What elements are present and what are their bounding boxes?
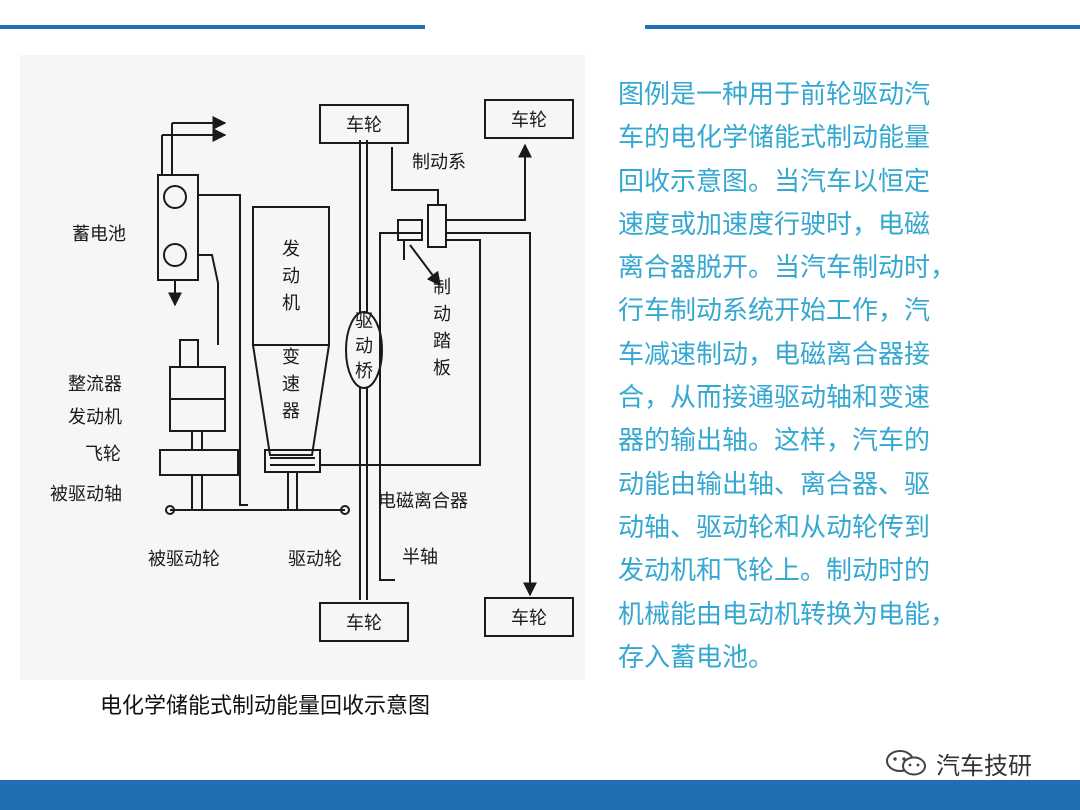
wheel-label-bottom-right: 车轮 [511, 608, 547, 629]
description-line: 发动机和飞轮上。制动时的 [618, 556, 931, 587]
bottom-bar [0, 780, 1080, 810]
description-line: 速度或加速度行驶时，电磁 [618, 209, 931, 240]
description-line: 动轴、驱动轮和从动轮传到 [618, 512, 931, 543]
brand-watermark: 汽车技研 [884, 746, 1032, 780]
wheel-label-top-right: 车轮 [511, 110, 547, 131]
top-rule-right [645, 25, 1080, 29]
rectifier-box [169, 366, 226, 400]
wheel-box-bottom-left [319, 602, 409, 642]
label-driven-wheel: 被驱动轮 [148, 549, 220, 570]
diagram-svg: 蓄电池 整流器 发动机 飞轮 被驱动轴 被驱动轮 驱动轮 半轴 电磁离合器 制动… [50, 99, 574, 642]
wheel-label-top-left: 车轮 [346, 115, 382, 136]
label-engine: 发动机 [282, 239, 300, 314]
description-text: 图例是一种用于前轮驱动汽车的电化学储能式制动能量回收示意图。当汽车以恒定速度或加… [618, 74, 998, 680]
top-rule-left [0, 25, 425, 29]
description-line: 机械能由电动机转换为电能， [618, 599, 957, 630]
braking-energy-diagram: 蓄电池 整流器 发动机 飞轮 被驱动轴 被驱动轮 驱动轮 半轴 电磁离合器 制动… [20, 55, 585, 680]
brand-name: 汽车技研 [936, 751, 1032, 780]
wechat-icon [886, 750, 926, 776]
flywheel-box [159, 449, 239, 476]
description-line: 车的电化学储能式制动能量 [618, 123, 931, 154]
em-clutch-box [264, 449, 321, 473]
description-line: 合，从而接通驱动轴和变速 [618, 383, 931, 414]
motor-box [169, 398, 226, 432]
description-line: 行车制动系统开始工作，汽 [618, 296, 931, 327]
description-line: 器的输出轴。这样，汽车的 [618, 426, 931, 457]
label-rectifier: 整流器 [68, 374, 122, 395]
label-motor: 发动机 [68, 407, 122, 428]
label-drive-axle: 驱动桥 [355, 311, 373, 382]
diagram-caption: 电化学储能式制动能量回收示意图 [100, 694, 431, 719]
brake-system-box [427, 204, 447, 248]
wheel-box-bottom-right [484, 597, 574, 637]
wheel-box-top-right [484, 99, 574, 139]
label-brake-system: 制动系 [412, 152, 466, 173]
wheel-label-bottom-left: 车轮 [346, 613, 382, 634]
description-line: 车减速制动，电磁离合器接 [618, 339, 931, 370]
label-em-clutch: 电磁离合器 [378, 491, 468, 512]
drive-axle-ellipse [345, 311, 383, 389]
description-line: 图例是一种用于前轮驱动汽 [618, 80, 931, 110]
description-line: 回收示意图。当汽车以恒定 [618, 166, 931, 197]
battery-cell-bottom [163, 243, 187, 267]
label-half-shaft: 半轴 [402, 547, 438, 568]
wheel-box-top-left [319, 104, 409, 144]
label-drive-wheel: 驱动轮 [288, 549, 342, 570]
battery-box [157, 174, 199, 281]
description-line: 动能由输出轴、离合器、驱 [618, 469, 931, 500]
label-gearbox: 变速器 [282, 347, 300, 422]
gearbox-shape [252, 344, 330, 456]
engine-box [252, 206, 330, 346]
label-battery: 蓄电池 [72, 224, 126, 245]
label-flywheel: 飞轮 [85, 444, 121, 465]
description-line: 存入蓄电池。 [618, 642, 775, 673]
description-line: 离合器脱开。当汽车制动时， [618, 253, 957, 284]
label-driven-shaft: 被驱动轴 [50, 484, 122, 505]
brake-pedal-box [397, 219, 423, 241]
label-brake-pedal: 制动踏板 [433, 277, 451, 379]
battery-cell-top [163, 185, 187, 209]
